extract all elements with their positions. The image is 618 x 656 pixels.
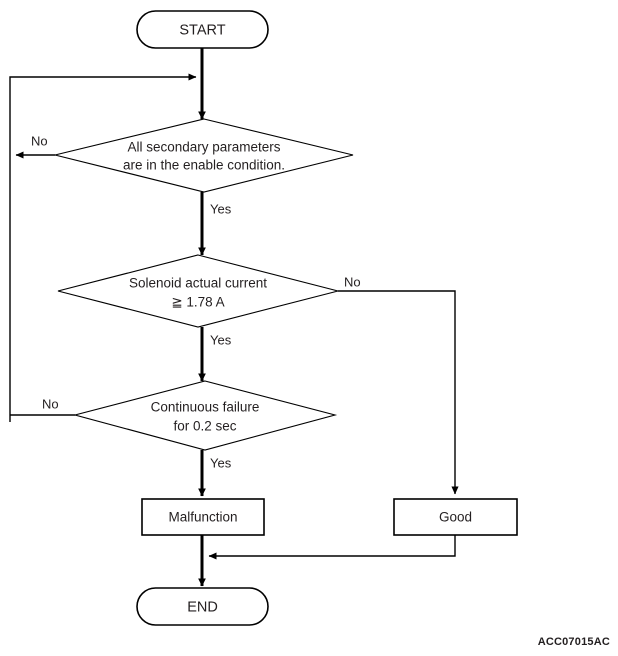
decision2-label-line1: Solenoid actual current <box>129 276 267 291</box>
node-decision-secondary-parameters: All secondary parameters are in the enab… <box>54 118 354 193</box>
edge-label-decision3-yes: Yes <box>210 455 232 470</box>
edge-decision2-no-to-good <box>338 290 459 495</box>
decision1-label-line2: are in the enable condition. <box>123 158 285 173</box>
malfunction-shape <box>141 498 265 536</box>
node-end: END <box>136 587 269 626</box>
decision3-label-line1: Continuous failure <box>151 400 260 415</box>
edge-good-to-end-junction <box>208 535 456 560</box>
decision2-label-line2: ≧ 1.78 A <box>171 295 224 310</box>
reference-code: ACC07015AC <box>537 636 610 648</box>
decision3-shape <box>72 380 338 451</box>
start-label: START <box>179 22 225 38</box>
decision1-shape <box>54 118 354 193</box>
edge-label-decision2-no: No <box>344 274 361 289</box>
decision3-label-line2: for 0.2 sec <box>173 419 236 434</box>
end-shape <box>136 587 269 626</box>
start-shape <box>136 10 269 49</box>
node-decision-continuous-failure: Continuous failure for 0.2 sec <box>72 380 338 451</box>
decision1-label-line1: All secondary parameters <box>127 140 280 155</box>
node-malfunction: Malfunction <box>141 498 265 536</box>
good-shape <box>393 498 518 536</box>
node-start: START <box>136 10 269 49</box>
edge-label-decision1-yes: Yes <box>210 201 232 216</box>
decision2-shape <box>57 254 339 328</box>
good-label: Good <box>439 510 472 525</box>
end-label: END <box>187 599 218 615</box>
edge-label-decision3-no: No <box>42 396 59 411</box>
edge-label-decision1-no: No <box>31 133 48 148</box>
edge-return-loop-rail <box>9 73 197 422</box>
malfunction-label: Malfunction <box>168 510 237 525</box>
edge-label-decision2-yes: Yes <box>210 332 232 347</box>
node-good: Good <box>393 498 518 536</box>
node-decision-solenoid-current: Solenoid actual current ≧ 1.78 A <box>57 254 339 328</box>
